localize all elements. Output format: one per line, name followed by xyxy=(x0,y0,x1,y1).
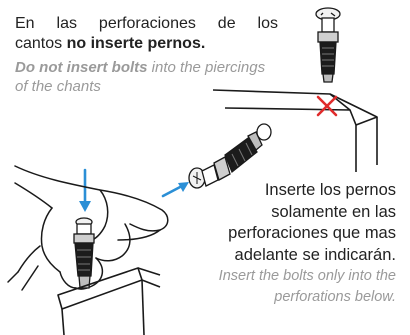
warning-text-es-plain: cantos xyxy=(15,35,63,52)
lower-board xyxy=(57,267,161,335)
board-edge xyxy=(212,89,378,172)
held-bolt xyxy=(73,217,95,289)
horizontal-bolt xyxy=(188,123,272,189)
vertical-bolt xyxy=(315,7,341,83)
forbidden-x-icon xyxy=(316,95,338,117)
warning-text-es-bold: no inserte pernos. xyxy=(66,35,206,52)
arrow-down-icon xyxy=(79,168,91,212)
warning-text-es-line2: cantos no inserte pernos. xyxy=(15,34,205,53)
instruction-text-es: Inserte los pernos solamente en las perf… xyxy=(228,181,396,264)
arrow-diagonal-icon xyxy=(161,182,189,198)
warning-text-en: Do not insert bolts into the piercings o… xyxy=(15,58,278,96)
warning-text-en-bold: Do not insert bolts xyxy=(15,59,148,76)
instruction-text-en: Insert the bolts only into the perforati… xyxy=(218,268,396,305)
warning-text-es-line1: En las perforaciones de los xyxy=(15,15,278,32)
warning-text-en-rest: into the piercings of the chants xyxy=(15,59,266,95)
